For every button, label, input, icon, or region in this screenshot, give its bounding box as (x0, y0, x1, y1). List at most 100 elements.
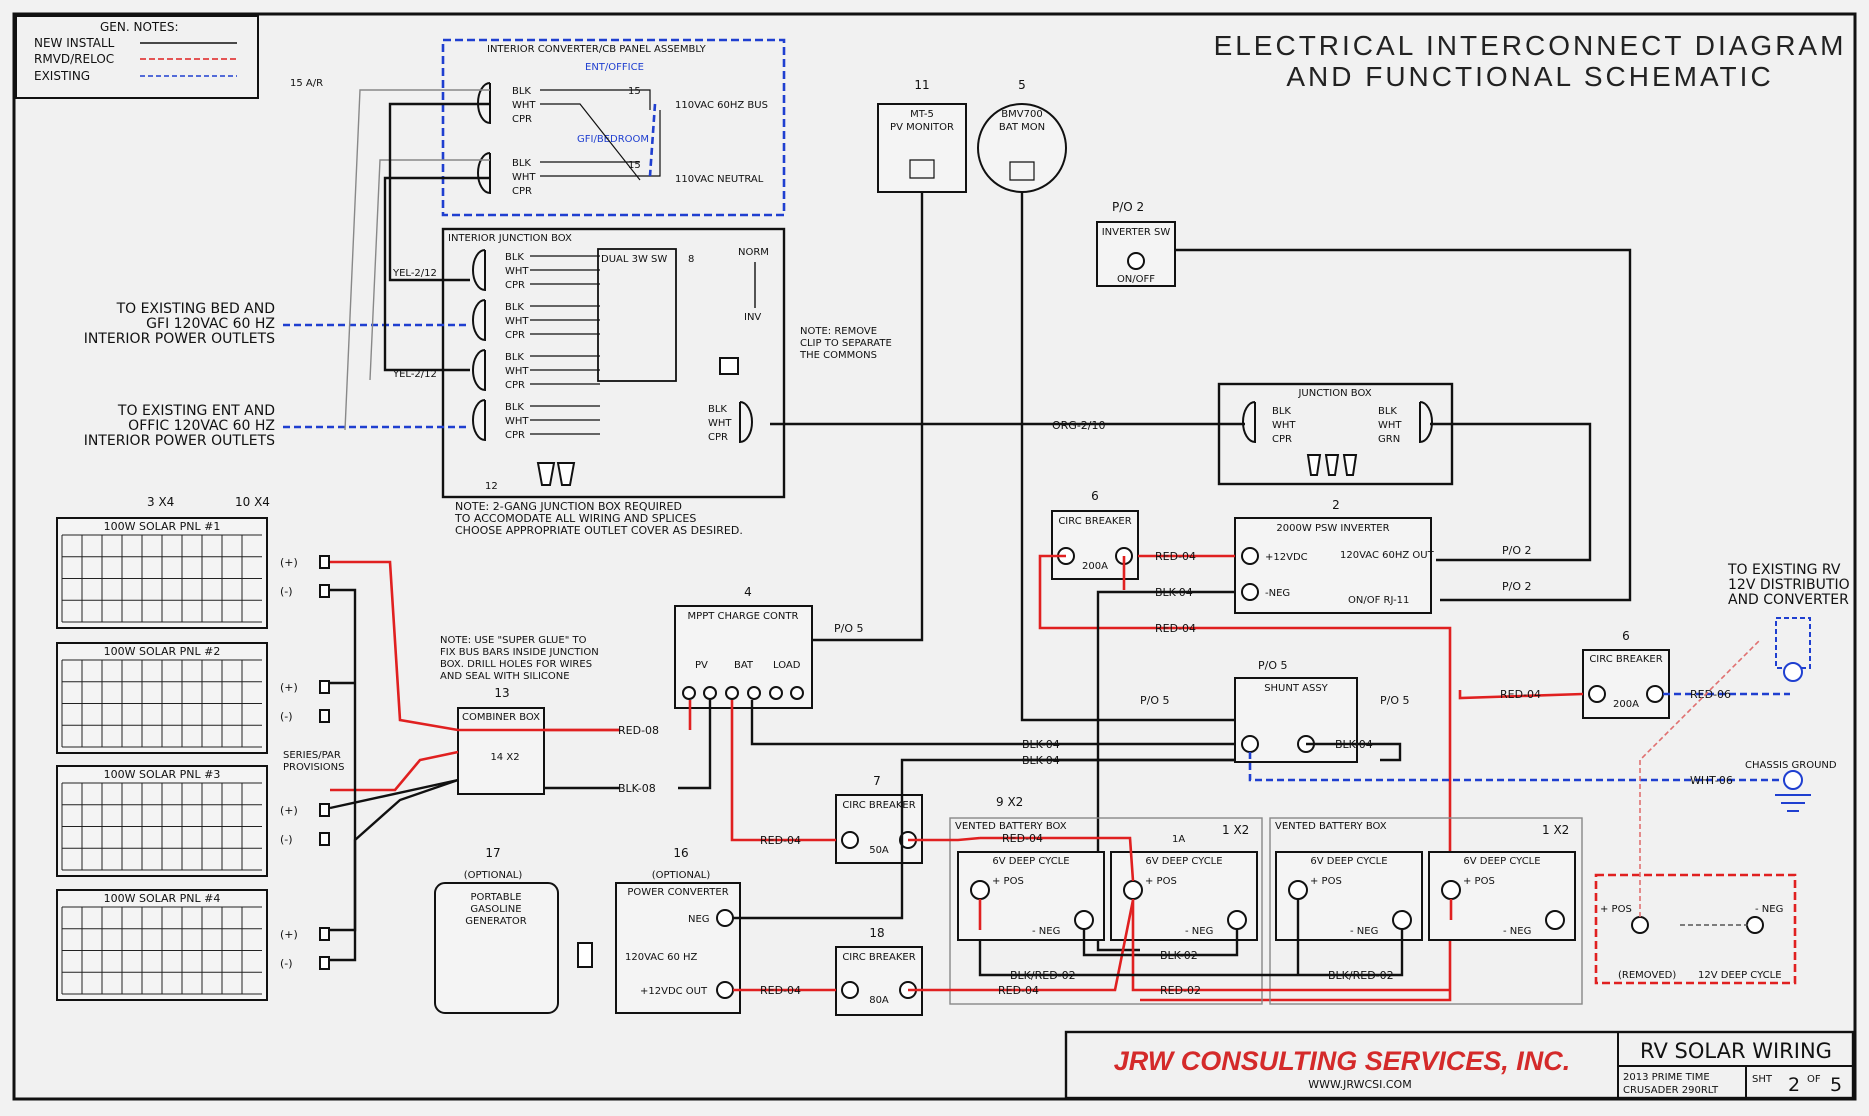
combiner-box: NOTE: USE "SUPER GLUE" TO FIX BUS BARS I… (440, 635, 599, 795)
interior-junction-box: INTERIOR JUNCTION BOX YEL-2/12 YEL-2/12 … (392, 227, 892, 499)
solar-pos-label: (+) (280, 681, 298, 694)
jb-blk-label: BLK (505, 352, 524, 363)
converter-ref: 16 (673, 846, 688, 860)
junction-box-label: JUNCTION BOX (1297, 388, 1371, 399)
jb-cpr-label: CPR (505, 280, 525, 291)
note-clip-1: NOTE: REMOVE (800, 326, 877, 337)
inverter-rj: ON/OF RJ-11 (1348, 595, 1409, 606)
note-jb-2: TO ACCOMODATE ALL WIRING AND SPLICES (454, 512, 696, 525)
cell-1-pos: + POS (992, 876, 1024, 887)
blkred02-left: BLK/RED-02 (1010, 969, 1076, 982)
cb-right-label: CIRC BREAKER (1589, 654, 1662, 665)
solar-pos-label: (+) (280, 928, 298, 941)
jb-wht-label: WHT (505, 416, 529, 427)
jb-blk-label: BLK (505, 402, 524, 413)
legend-existing: EXISTING (34, 69, 90, 83)
converter-ac: 120VAC 60 HZ (625, 952, 698, 963)
solar-pos-terminal (319, 555, 330, 569)
cb-80-ref: 18 (869, 926, 884, 940)
red04-inv: RED-04 (1155, 550, 1196, 563)
sht-label: SHT (1752, 1074, 1773, 1085)
jb-cpr-label: CPR (505, 330, 525, 341)
solar-pos-terminal (319, 680, 330, 694)
generator: 17 (OPTIONAL) PORTABLE GASOLINE GENERATO… (434, 846, 559, 1014)
red04-80: RED-04 (998, 984, 1039, 997)
converter-opt: (OPTIONAL) (652, 870, 711, 881)
circuit-breaker-80a: 18 CIRC BREAKER 80A (835, 926, 923, 1016)
generator-opt: (OPTIONAL) (464, 870, 523, 881)
red04-gen: RED-04 (760, 984, 801, 997)
bat-monitor-label: BAT MON (999, 122, 1045, 133)
blkred02-right: BLK/RED-02 (1328, 969, 1394, 982)
jb-out-wht: WHT (708, 418, 732, 429)
inverter-sw-ref: P/O 2 (1112, 200, 1144, 214)
mppt-load: LOAD (773, 660, 801, 671)
cell-1-neg: - NEG (1032, 926, 1060, 937)
cb-15b: 15 (628, 160, 641, 171)
inverter-pos: +12VDC (1265, 552, 1308, 563)
red04-right: RED-04 (1500, 688, 1541, 701)
legend-new: NEW INSTALL (34, 36, 115, 50)
red04-50: RED-04 (1002, 832, 1043, 845)
converter-neg: NEG (688, 914, 710, 925)
legend-rmvd: RMVD/RELOC (34, 52, 114, 66)
mppt-controller: 4 MPPT CHARGE CONTR PV BAT LOAD (674, 585, 813, 709)
cb-15a: 15 (628, 86, 641, 97)
cell-2: 6V DEEP CYCLE (1145, 856, 1222, 867)
battery-box-left: 9 X2 1 X2 VENTED BATTERY BOX 1A 6V DEEP … (949, 795, 1263, 1005)
neutral-label: 110VAC NEUTRAL (675, 174, 764, 185)
shunt-po-right: P/O 5 (1380, 694, 1410, 707)
removed-pos: + POS (1600, 904, 1632, 915)
mppt-pv: PV (695, 660, 708, 671)
batt-box-left-label: VENTED BATTERY BOX (955, 821, 1067, 832)
bat-monitor-model: BMV700 (1001, 109, 1042, 120)
outlet-ent-1: TO EXISTING ENT AND (117, 403, 275, 419)
rv-distribution-connector (1775, 617, 1811, 682)
solar-ref-a: 3 X4 (147, 495, 174, 509)
pv-monitor: 11 MT-5 PV MONITOR (877, 78, 967, 193)
removed-neg: - NEG (1755, 904, 1783, 915)
sheet-total: 5 (1830, 1074, 1842, 1096)
outlet-ent-2: OFFIC 120VAC 60 HZ (128, 418, 275, 434)
generator-label-1: PORTABLE (470, 892, 521, 903)
cp-wht-1: WHT (512, 100, 536, 111)
cb-right-amp: 200A (1613, 699, 1639, 710)
jb-out-blk: BLK (708, 404, 727, 415)
note-clip-3: THE COMMONS (799, 350, 877, 361)
solar-neg-label: (-) (280, 585, 293, 598)
mppt-ref: 4 (744, 585, 752, 599)
inverter-ref: 2 (1332, 498, 1340, 512)
jbox-cpr-l: CPR (1272, 434, 1292, 445)
batt-ref-right: 1 X2 (1542, 823, 1569, 837)
model-1: 2013 PRIME TIME (1623, 1072, 1710, 1083)
solar-pos-label: (+) (280, 556, 298, 569)
solar-pos-terminal (319, 927, 330, 941)
jb-cpr-label: CPR (505, 380, 525, 391)
fuse-1a: 1A (1172, 834, 1185, 845)
cb-right-ref: 6 (1622, 629, 1630, 643)
inverter-switch[interactable]: P/O 2 INVERTER SW ON/OFF (1096, 200, 1176, 287)
jb-wht-label: WHT (505, 316, 529, 327)
jb-wht-label: WHT (505, 266, 529, 277)
jbox-wht-l: WHT (1272, 420, 1296, 431)
bat-monitor: 5 BMV700 BAT MON (977, 78, 1067, 193)
ref-12: 12 (485, 481, 498, 492)
batt-box-right-label: VENTED BATTERY BOX (1275, 821, 1387, 832)
wht06-label: WHT-06 (1690, 774, 1733, 787)
interior-jb-title: INTERIOR JUNCTION BOX (448, 233, 572, 244)
red08-label: RED-08 (618, 724, 659, 737)
red04-mppt: RED-04 (760, 834, 801, 847)
blk02-label: BLK-02 (1160, 949, 1198, 962)
cp-cpr-1: CPR (512, 114, 532, 125)
solar-neg-terminal (319, 832, 330, 846)
solar-panel-label: 100W SOLAR PNL #1 (104, 520, 221, 533)
cell-1: 6V DEEP CYCLE (992, 856, 1069, 867)
cp-blk-2: BLK (512, 158, 531, 169)
pv-monitor-model: MT-5 (910, 109, 934, 120)
gfi-bedroom-label: GFI/BEDROOM (577, 134, 649, 145)
series-label-1: SERIES/PAR (283, 750, 341, 761)
outlet-ent-3: INTERIOR POWER OUTLETS (84, 433, 275, 449)
